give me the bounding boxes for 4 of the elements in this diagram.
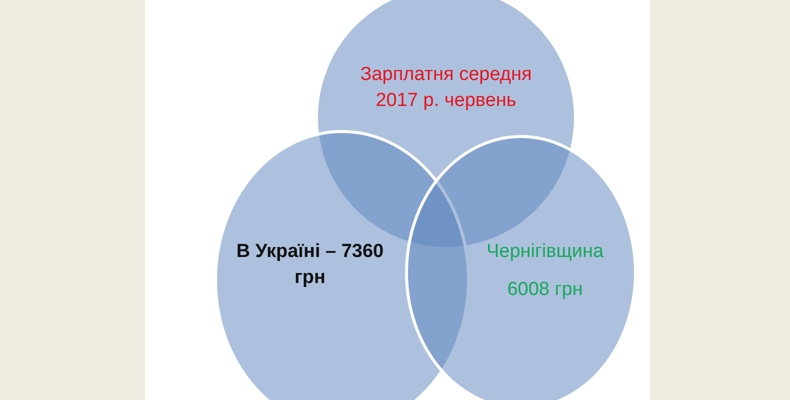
circle-label: В Україні – 7360 грн: [235, 240, 385, 290]
circle-label: Чернігівщина: [485, 240, 605, 264]
circle-label: 6008 грн: [506, 278, 584, 302]
circle-label: Зарплатня середня 2017 р. червень: [359, 63, 533, 113]
